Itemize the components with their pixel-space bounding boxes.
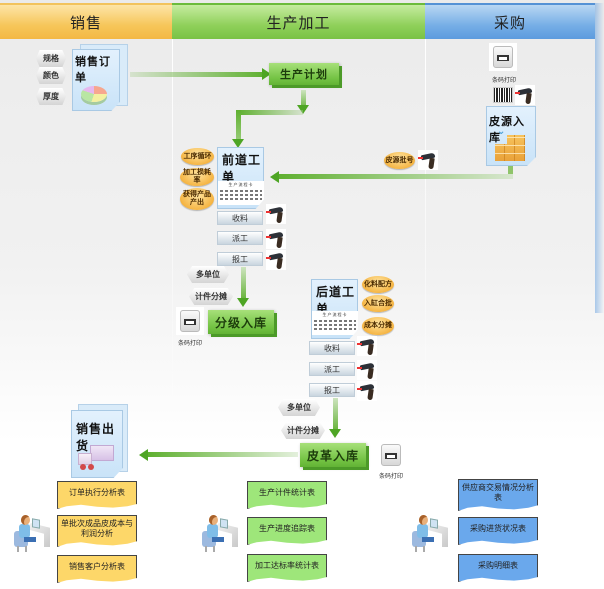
step-report[interactable]: 报工	[309, 383, 355, 397]
report-pass-rate[interactable]: 加工达标率统计表	[247, 554, 327, 582]
arrow-head-down	[329, 429, 341, 438]
tag-process-loop: 工序循环	[181, 148, 214, 165]
report-order-execution[interactable]: 订单执行分析表	[57, 481, 137, 509]
flow-arrow	[278, 174, 513, 179]
sales-order-doc[interactable]: 销售订单	[72, 49, 120, 111]
tag-output: 获得产品产出	[180, 188, 214, 210]
lane-edge-shadow	[595, 3, 604, 313]
step-report[interactable]: 报工	[217, 252, 263, 266]
printer-caption: 条码打印	[492, 77, 517, 84]
barcode-scanner-icon	[357, 381, 377, 401]
barcode-scanner-icon	[266, 250, 286, 270]
lane-header-sales: 销售	[0, 3, 172, 39]
tag-vat-batch: 入缸合批	[362, 295, 394, 312]
flow-arrow	[238, 110, 303, 115]
arrow-head-left	[139, 449, 148, 461]
front-work-order-doc[interactable]: 前道工单 生产流程卡	[217, 147, 264, 209]
report-progress-tracking[interactable]: 生产进度追踪表	[247, 517, 327, 545]
step-receive[interactable]: 收料	[217, 211, 263, 225]
barcode-scanner-icon	[515, 85, 535, 105]
sales-shipment-title: 销售出货	[76, 422, 116, 453]
arrow-head-down	[232, 139, 244, 148]
flow-arrow	[301, 90, 306, 110]
flow-arrow	[148, 452, 298, 457]
report-piecework-stats[interactable]: 生产计件统计表	[247, 481, 327, 509]
printer-caption: 条码打印	[379, 473, 404, 480]
barcode-icon	[493, 87, 513, 103]
chevron-down-icon: ⌄	[497, 126, 506, 137]
barcode-scanner-icon	[357, 336, 377, 356]
process-card-title: 生产流程卡	[228, 182, 254, 187]
raw-hide-storage-title: 皮源入库	[489, 115, 525, 144]
delivery-truck-icon	[78, 445, 114, 470]
barcode-scanner-icon	[266, 204, 286, 224]
flow-arrow	[241, 267, 246, 302]
printer-icon	[377, 441, 405, 469]
process-card-form: 生产流程卡	[312, 311, 358, 335]
lane-divider	[172, 39, 173, 469]
arrow-head-right	[262, 68, 271, 80]
tag-multi-unit: 多单位	[187, 266, 229, 283]
printer-icon	[176, 307, 204, 335]
tag-multi-unit: 多单位	[278, 399, 320, 416]
graded-storage-box[interactable]: 分级入库	[208, 310, 274, 334]
sales-shipment-doc[interactable]: 销售出货	[71, 410, 123, 478]
tag-cost-allocation: 成本分摊	[362, 317, 394, 335]
production-plan-box[interactable]: 生产计划	[269, 63, 339, 85]
flow-arrow	[236, 110, 241, 142]
user-at-desk-icon	[200, 513, 240, 553]
tag-spec: 规格	[36, 50, 66, 67]
lane-title-purchase: 采购	[493, 13, 526, 32]
arrow-head-down	[297, 105, 309, 114]
arrow-head-down	[237, 298, 249, 307]
sales-order-title: 销售订单	[75, 55, 111, 84]
report-purchase-receipts[interactable]: 采购进货状况表	[458, 517, 538, 545]
barcode-scanner-icon	[357, 360, 377, 380]
process-card-title: 生产流程卡	[322, 312, 348, 317]
barcode-scanner-icon	[418, 150, 438, 170]
tag-color: 颜色	[36, 67, 66, 84]
tag-chemical-recipe: 化料配方	[362, 276, 394, 293]
user-at-desk-icon	[12, 513, 52, 553]
raw-hide-storage-doc[interactable]: 皮源入库 ⌄	[486, 106, 536, 166]
printer-icon	[489, 43, 517, 71]
tag-thickness: 厚度	[36, 88, 66, 105]
printer-caption: 条码打印	[178, 340, 203, 347]
pie-chart-icon	[81, 86, 107, 102]
lane-header-production: 生产加工	[172, 3, 425, 39]
lane-title-sales: 销售	[69, 13, 102, 32]
flow-arrow	[333, 398, 338, 433]
step-dispatch[interactable]: 派工	[217, 231, 263, 245]
tag-loss-rate: 加工损耗率	[180, 168, 214, 186]
leather-storage-box[interactable]: 皮革入库	[300, 443, 366, 467]
arrow-head-left	[270, 171, 279, 183]
barcode-scanner-icon	[266, 229, 286, 249]
report-purchase-details[interactable]: 采购明细表	[458, 554, 538, 582]
tag-hide-batch-number: 皮源批号	[384, 152, 415, 169]
tag-piece-allocation: 计件分摊	[189, 288, 233, 305]
lane-divider	[425, 39, 426, 469]
lane-title-production: 生产加工	[266, 13, 331, 32]
flow-arrow	[508, 166, 513, 174]
report-batch-cost-profit[interactable]: 单批次成品皮成本与利润分析	[57, 515, 137, 547]
tag-piece-allocation: 计件分摊	[281, 422, 325, 439]
step-dispatch[interactable]: 派工	[309, 362, 355, 376]
process-card-form: 生产流程卡	[218, 181, 264, 205]
user-at-desk-icon	[410, 513, 450, 553]
report-sales-customer[interactable]: 销售客户分析表	[57, 555, 137, 583]
back-work-order-doc[interactable]: 后道工单 生产流程卡	[311, 279, 358, 339]
front-work-order-title: 前道工单	[222, 153, 262, 184]
step-receive[interactable]: 收料	[309, 341, 355, 355]
report-supplier-transactions[interactable]: 供应商交易情况分析表	[458, 479, 538, 511]
flow-arrow	[130, 72, 265, 77]
lane-header-purchase: 采购	[425, 3, 595, 39]
